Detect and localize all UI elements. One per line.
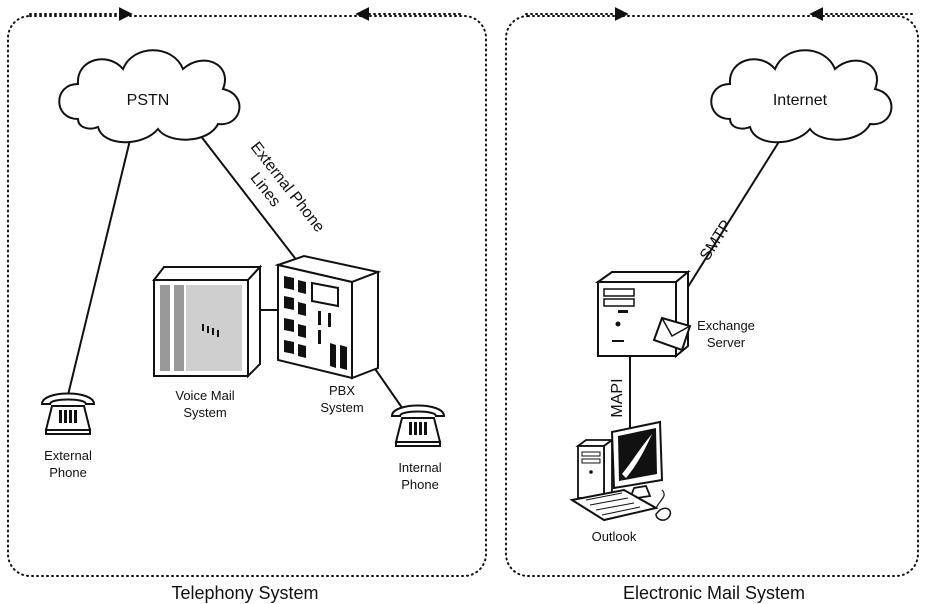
email-boundary [505, 15, 919, 577]
telephony-boundary [7, 15, 487, 577]
pstn-label: PSTN [127, 92, 170, 109]
exchange-label-2: Server [707, 335, 746, 350]
telephony-system-group: PSTN External Phone Lines Voice Mail Sys… [7, 7, 487, 603]
exchange-label-1: Exchange [697, 318, 755, 333]
link-pstn-pbx [199, 134, 299, 263]
link-pstn-external-phone [67, 139, 131, 396]
pbx-label-1: PBX [329, 383, 355, 398]
envelope-icon [652, 316, 692, 352]
external-lines-label-group: External Phone Lines [247, 139, 328, 236]
voice-mail-label-1: Voice Mail [175, 388, 234, 403]
external-phone-label-1: External [44, 448, 92, 463]
external-phone-icon [41, 392, 95, 435]
internal-phone-label-1: Internal [398, 460, 441, 475]
email-system-title: Electronic Mail System [623, 583, 805, 603]
external-phone-label-2: Phone [49, 465, 87, 480]
voice-mail-label-2: System [183, 405, 226, 420]
internal-phone-label-2: Phone [401, 477, 439, 492]
link-internet-exchange [675, 139, 781, 307]
mapi-label: MAPI [609, 378, 626, 417]
internet-label: Internet [773, 92, 828, 109]
internal-phone-icon [391, 404, 445, 447]
voice-mail-system-icon [151, 264, 263, 379]
email-system-group: Internet SMTP Exchange Server MAPI [505, 7, 919, 603]
outlook-computer-icon [569, 420, 672, 522]
smtp-label: SMTP [697, 217, 735, 264]
pbx-system-icon [274, 254, 382, 380]
pbx-label-2: System [320, 400, 363, 415]
telephony-system-title: Telephony System [171, 583, 318, 603]
outlook-label: Outlook [592, 529, 637, 544]
